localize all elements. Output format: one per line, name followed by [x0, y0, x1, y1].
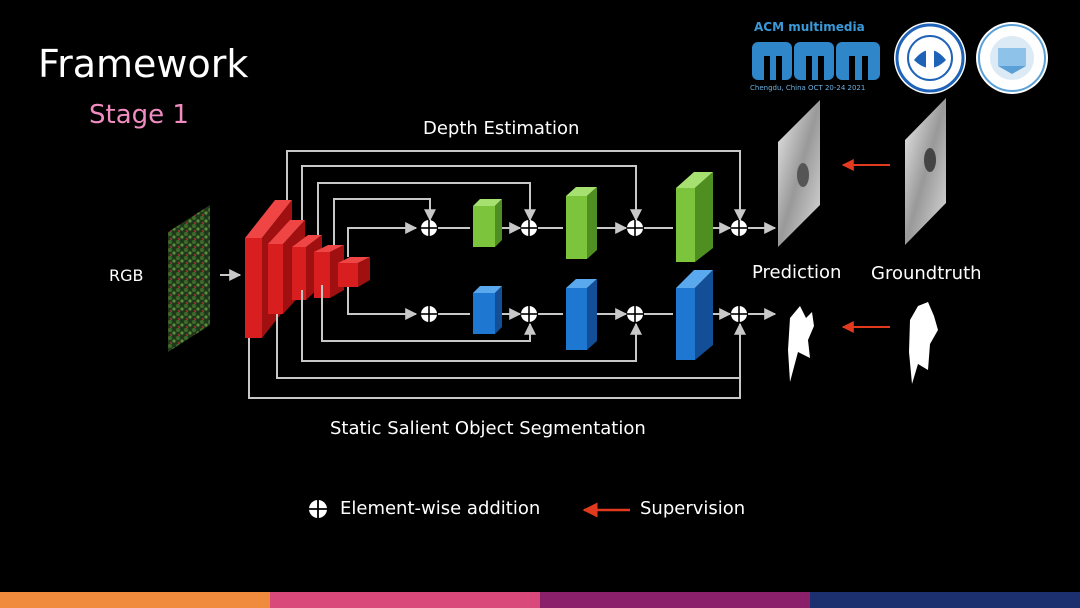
seg-groundtruth-mask — [909, 302, 938, 384]
seg-decoder-block-1 — [473, 286, 502, 334]
addition-icon — [521, 220, 537, 236]
dalian-university-seal-icon — [894, 22, 966, 94]
seg-decoder-block-3 — [676, 270, 713, 360]
legend-supervision-label: Supervision — [640, 498, 746, 519]
footer-segment-pink — [270, 592, 540, 608]
footer-segment-navy — [810, 592, 1080, 608]
depth-skip-connections — [286, 150, 777, 257]
depth-estimation-label: Depth Estimation — [423, 118, 580, 139]
depth-decoder-block-2 — [566, 187, 597, 259]
rgb-label: RGB — [109, 266, 144, 285]
legend-addition-label: Element-wise addition — [340, 498, 541, 519]
prediction-label: Prediction — [752, 262, 842, 283]
acm-logo-subtext: Chengdu, China OCT 20-24 2021 — [750, 84, 866, 92]
addition-icon — [627, 306, 643, 322]
legend-addition-icon — [309, 500, 327, 518]
depth-decoder-block-3 — [676, 172, 713, 262]
footer-segment-orange — [0, 592, 270, 608]
addition-icon — [627, 220, 643, 236]
addition-icon — [731, 306, 747, 322]
acm-mmm-icon — [752, 42, 880, 80]
addition-icon — [421, 220, 437, 236]
seg-prediction-mask — [788, 306, 814, 382]
depth-prediction-image — [778, 100, 820, 247]
footer-segment-purple — [540, 592, 810, 608]
addition-icon — [421, 306, 437, 322]
encoder-layer-5 — [338, 257, 370, 287]
addition-icon — [521, 306, 537, 322]
pengcheng-laboratory-seal-icon — [976, 22, 1048, 94]
acm-logo-text: ACM multimedia — [754, 20, 865, 34]
depth-groundtruth-image — [905, 98, 946, 245]
slide-subtitle: Stage 1 — [89, 100, 189, 130]
depth-decoder-block-1 — [473, 199, 502, 247]
groundtruth-label: Groundtruth — [871, 263, 982, 284]
seg-decoder-block-2 — [566, 279, 597, 350]
segmentation-label: Static Salient Object Segmentation — [330, 418, 646, 439]
addition-icon — [731, 220, 747, 236]
acm-multimedia-logo: ACM multimedia Chengdu, China OCT 20-24 … — [748, 20, 886, 98]
addition-nodes — [421, 220, 747, 322]
rgb-input-image — [168, 205, 210, 352]
slide-title: Framework — [38, 42, 249, 86]
footer-color-bar — [0, 592, 1080, 608]
seg-skip-connections — [248, 285, 777, 399]
encoder-block — [245, 200, 370, 338]
